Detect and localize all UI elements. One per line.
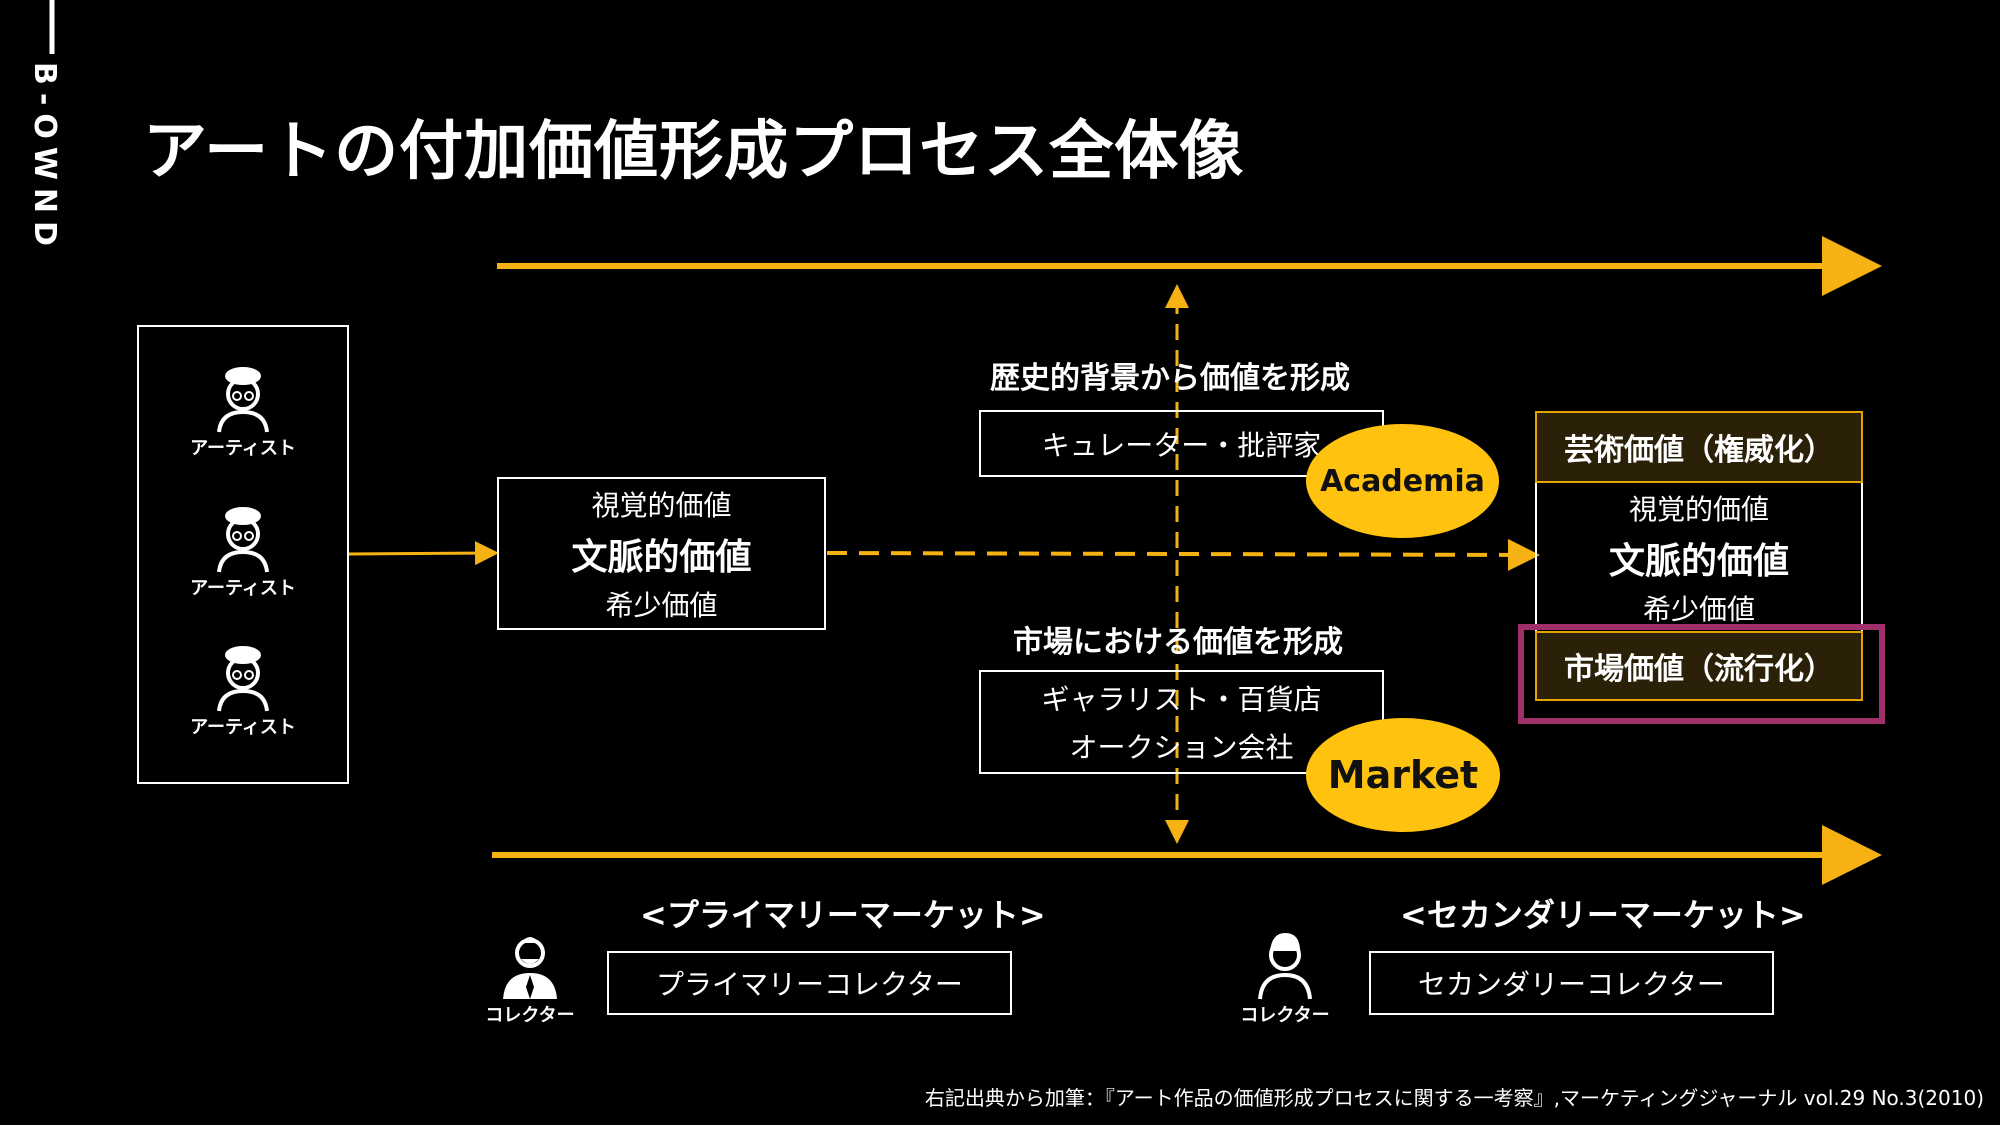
result-visual-value: 視覚的価値 [1628,493,1769,526]
secondary-collector-box: セカンダリーコレクター [1369,951,1774,1015]
market-label: Market [1327,753,1479,797]
scarcity-value: 希少価値 [605,588,718,622]
curator-box: キュレーター・批評家 [979,410,1384,477]
artist-3: アーティスト [143,641,343,741]
secondary-market-heading: <セカンダリーマーケット> [1400,896,1806,934]
academia-heading: 歴史的背景から価値を形成 [990,361,1350,396]
collector-label: コレクター [1240,1005,1330,1026]
collector-label: コレクター [485,1005,575,1026]
result-scarcity-value: 希少価値 [1642,593,1755,626]
curator-label: キュレーター・批評家 [1041,428,1322,462]
artist-to-value-arrow [348,541,499,566]
source-citation: 右記出典から加筆：『アート作品の価値形成プロセスに関する一考察』,マーケティング… [924,1086,1984,1110]
primary-collector: コレクター [485,928,575,1028]
artist-icon [217,646,269,712]
primary-collector-label: プライマリーコレクター [656,968,963,1001]
academia-ellipse: Academia [1306,424,1499,538]
artist-label: アーティスト [190,578,296,599]
artist-label: アーティスト [190,717,296,738]
brand-logo [49,0,55,54]
market-ellipse: Market [1306,718,1500,832]
artists-panel [137,325,349,784]
artist-label: アーティスト [190,438,296,459]
result-context-value: 文脈的価値 [1608,541,1789,582]
market-value-row: 市場価値（流行化） [1535,631,1863,701]
value-dashed-arrow [826,538,1540,571]
gallery-box: ギャラリスト・百貨店 オークション会社 [979,670,1384,774]
collector-suit-icon [503,937,557,999]
market-heading: 市場における価値を形成 [1013,625,1343,660]
collector-person-icon [1258,933,1312,1000]
visual-value: 視覚的価値 [591,488,732,522]
gallery-line1: ギャラリスト・百貨店 [1041,683,1322,716]
art-value-header: 芸術価値（権威化） [1535,411,1863,483]
artist-2: アーティスト [143,502,343,602]
artist-icon [217,507,269,573]
primary-market-heading: <プライマリーマーケット> [640,896,1046,934]
artist-1: アーティスト [143,362,343,462]
academia-label: Academia [1320,463,1485,499]
result-values: 視覚的価値 文脈的価値 希少価値 [1535,488,1863,628]
context-value: 文脈的価値 [571,536,752,578]
secondary-collector: コレクター [1240,928,1330,1028]
primary-value-box: 視覚的価値 文脈的価値 希少価値 [497,477,826,630]
market-value-highlight [1518,624,1885,724]
primary-collector-box: プライマリーコレクター [607,951,1012,1015]
gallery-line2: オークション会社 [1069,731,1294,764]
artist-icon [217,367,269,433]
page-title: アートの付加価値形成プロセス全体像 [143,115,1245,189]
secondary-collector-label: セカンダリーコレクター [1418,968,1725,1001]
market-value-label: 市場価値（流行化） [1564,652,1834,687]
art-value-label: 芸術価値（権威化） [1564,433,1834,468]
